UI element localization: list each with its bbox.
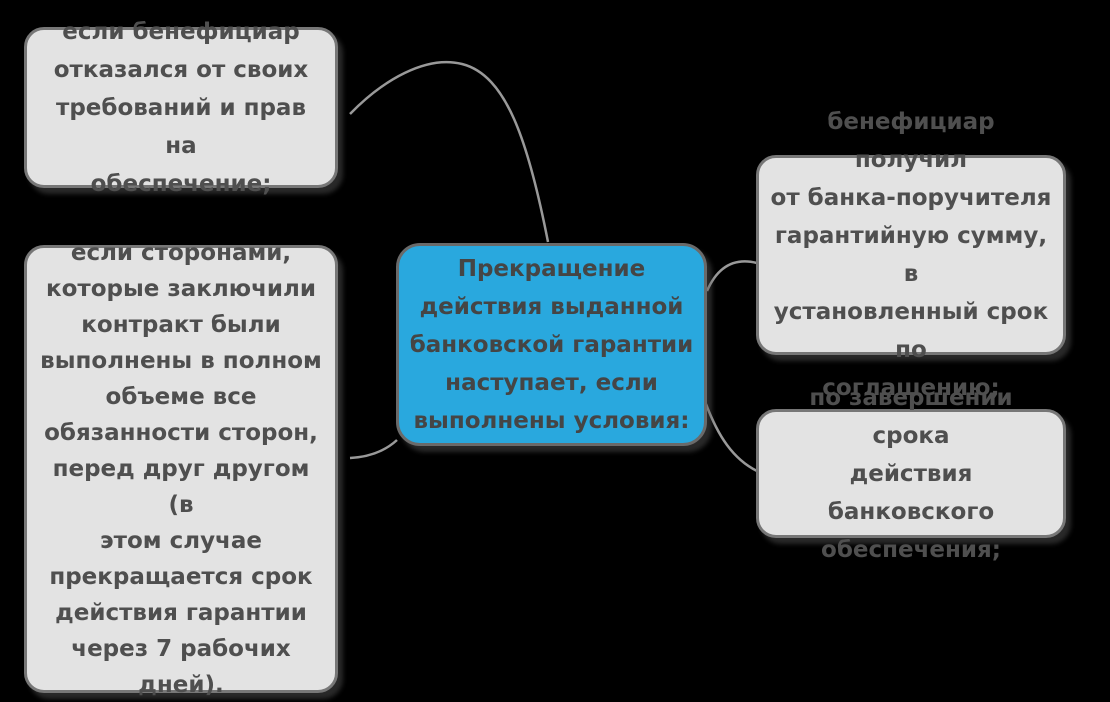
central-node-guarantee-termination: Прекращение действия выданной банковской… <box>396 243 707 446</box>
connector-center-to-expired <box>704 403 758 473</box>
branch-node-parties-fulfilled: если сторонами, которые заключили контра… <box>24 240 338 698</box>
branch-node-term-expired: по завершении срока действия банковского… <box>756 385 1066 563</box>
branch-node-beneficiary-refused: если бенефициар отказался от своих требо… <box>24 19 338 197</box>
connector-parties-to-center <box>349 439 398 460</box>
branch-node-beneficiary-received-sum: бенефициар получил от банка-поручителя г… <box>756 109 1066 401</box>
connector-center-to-received <box>705 260 758 292</box>
connector-refused-to-center <box>349 60 550 243</box>
